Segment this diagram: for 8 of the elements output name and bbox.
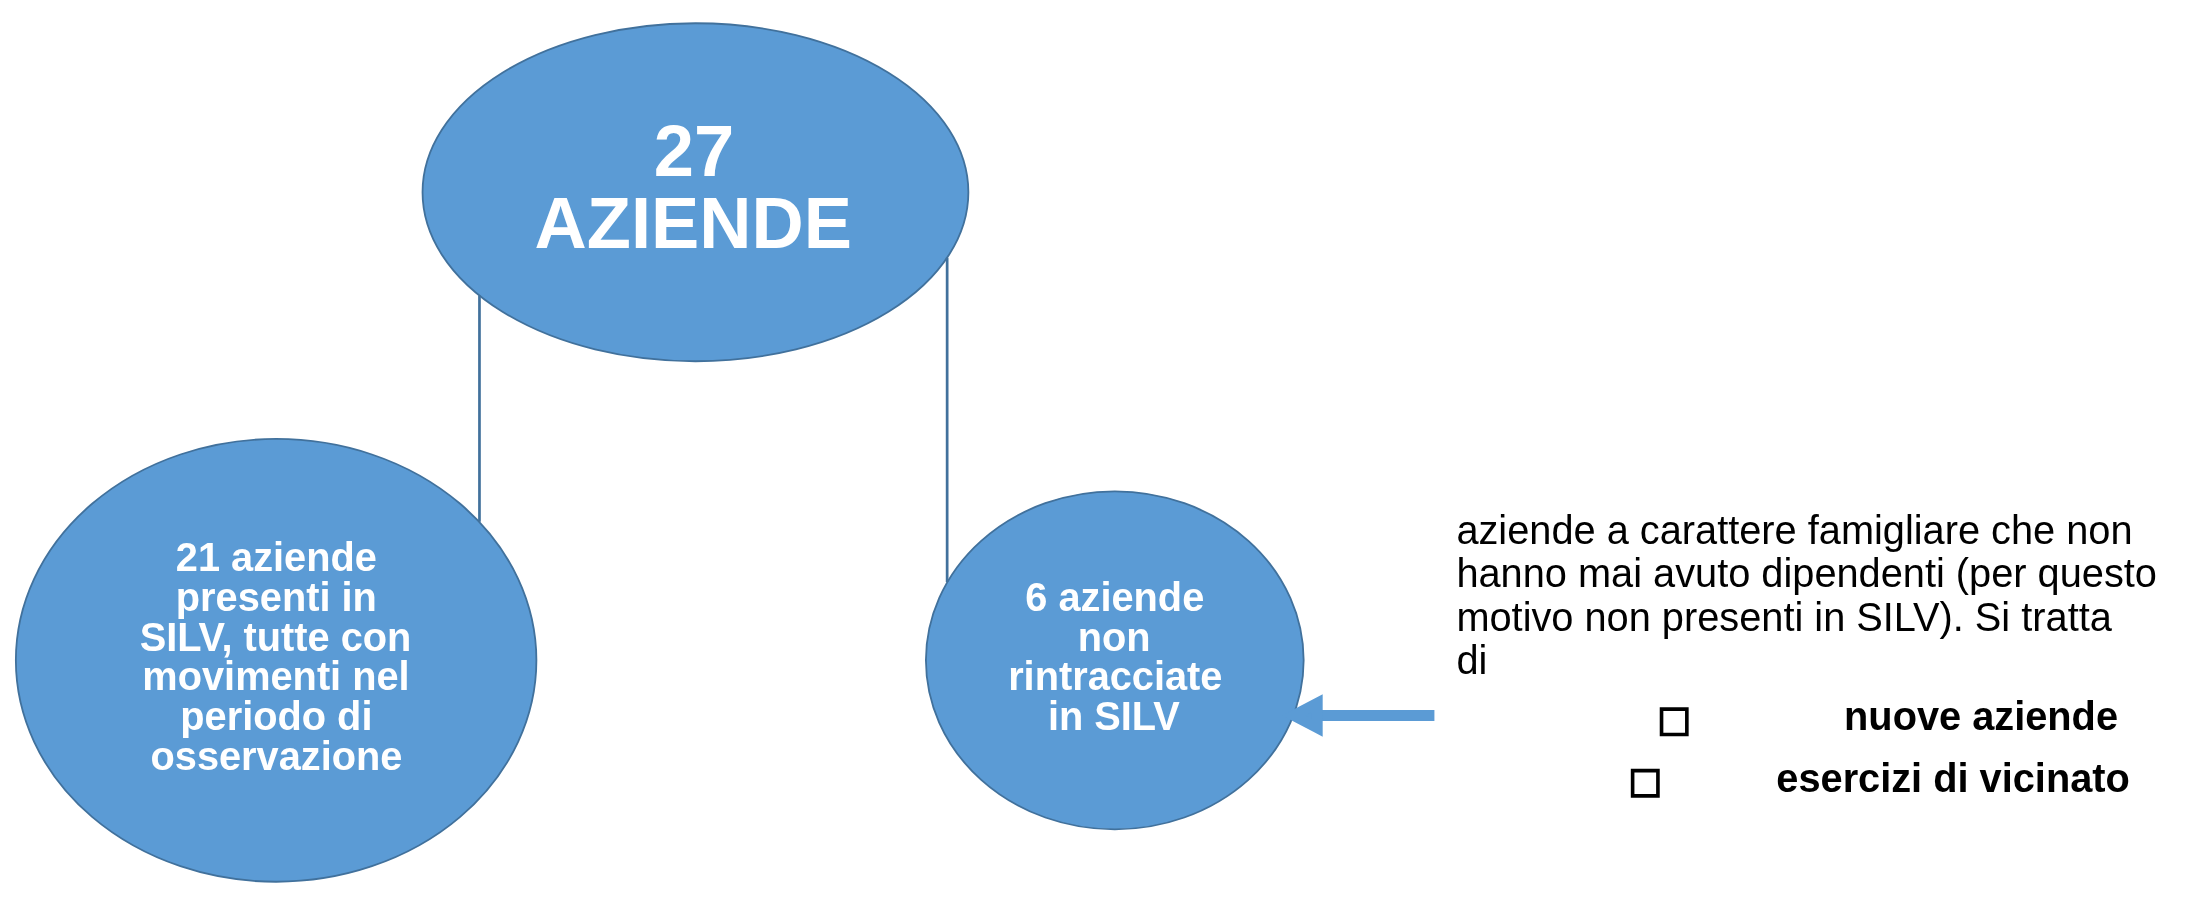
node-ellipse: 21 aziende presenti in SILV, tutte con movimenti nel periodo di osservazione <box>14 437 538 883</box>
connector <box>478 295 481 522</box>
node-label: esercizi di vicinato <box>1776 755 2130 800</box>
connector <box>945 257 949 582</box>
node-label: nuove aziende <box>1844 693 2118 738</box>
node-ellipse: 6 aziende non rintracciate in SILV <box>925 489 1305 830</box>
node-label: aziende a carattere famigliare che non hanno mai avuto dipendenti (per questo motivo non presenti in SILV). Si tratta di <box>1456 507 2157 682</box>
node-ellipse: 27 AZIENDE <box>421 21 970 362</box>
